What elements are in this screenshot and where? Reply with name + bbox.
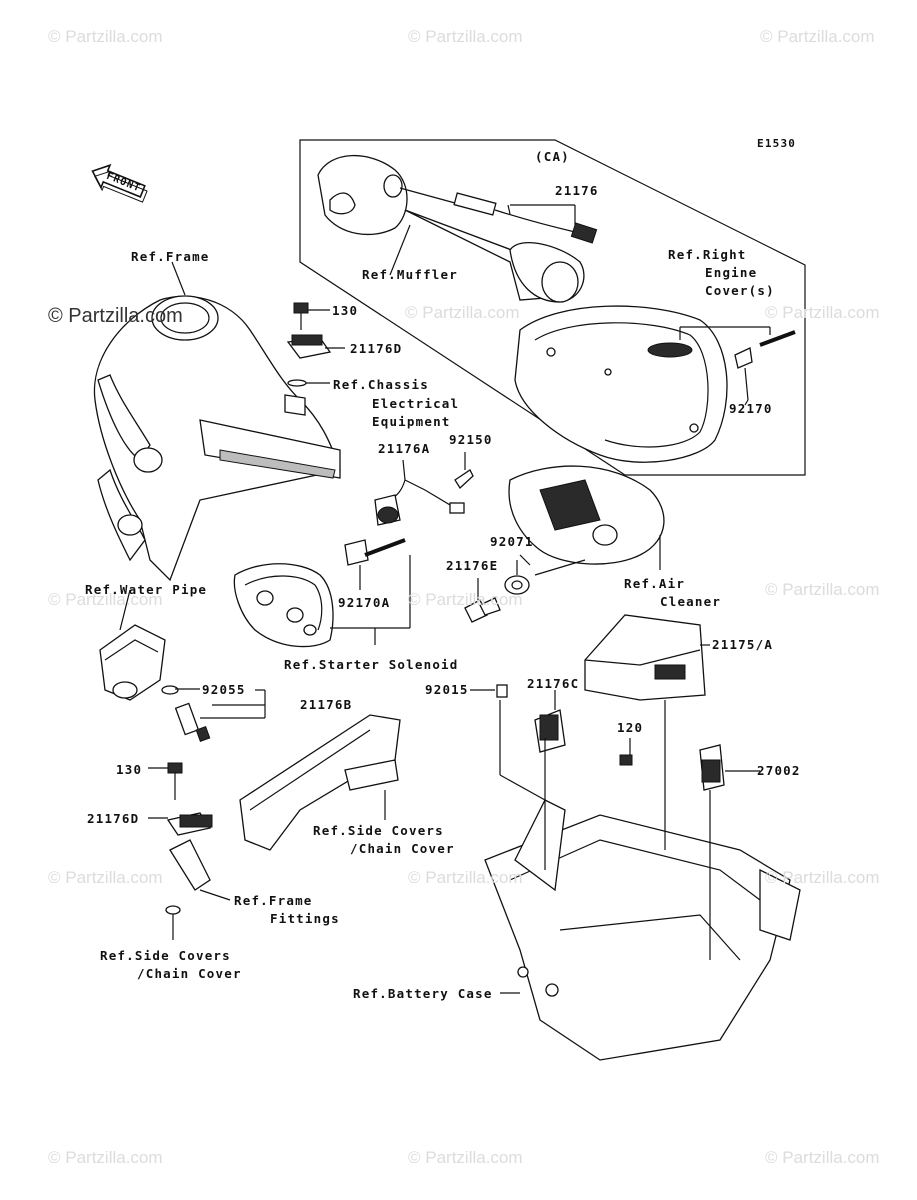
label-92170: 92170 [729, 401, 773, 416]
label-muffler: Ref.Muffler [362, 267, 458, 282]
sensor-21176c-shape [470, 684, 760, 791]
air-cleaner-shape [508, 465, 665, 576]
label-side-covers-2b: /Chain Cover [137, 966, 242, 981]
label-right-engine-cover-2: Engine [705, 265, 758, 280]
label-92150: 92150 [449, 432, 493, 447]
switch-21176e-shape [464, 560, 530, 623]
watermark: © Partzilla.com [48, 27, 163, 46]
label-ca: (CA) [535, 149, 570, 164]
label-starter-solenoid: Ref.Starter Solenoid [284, 657, 459, 672]
sensor-21176d-top-shape [286, 302, 345, 387]
label-27002: 27002 [757, 763, 801, 778]
watermark: © Partzilla.com [48, 590, 163, 609]
watermark: © Partzilla.com [48, 1148, 163, 1167]
diagram-code: E1530 [757, 137, 797, 150]
label-21175a: 21175/A [712, 637, 774, 652]
watermark-main: © Partzilla.com [48, 305, 183, 327]
label-92055: 92055 [202, 682, 246, 697]
watermark: © Partzilla.com [408, 590, 523, 609]
watermark: © Partzilla.com [765, 868, 880, 887]
watermark: © Partzilla.com [408, 868, 523, 887]
watermark: © Partzilla.com [765, 1148, 880, 1167]
watermark: © Partzilla.com [48, 868, 163, 887]
bracket-shape [169, 714, 401, 901]
label-120: 120 [617, 720, 644, 735]
label-92170a: 92170A [338, 595, 391, 610]
starter-solenoid-shape [233, 555, 411, 648]
watermark: © Partzilla.com [765, 580, 880, 599]
label-right-engine-cover-1: Ref.Right [668, 247, 747, 262]
water-pipe-shape [99, 624, 266, 742]
label-right-engine-cover-3: Cover(s) [705, 283, 775, 298]
ca-inset-border [299, 139, 806, 476]
label-side-covers-2a: Ref.Side Covers [100, 948, 231, 963]
label-water-pipe: Ref.Water Pipe [85, 582, 208, 597]
label-21176e: 21176E [446, 558, 499, 573]
label-21176a: 21176A [378, 441, 431, 456]
sensor-21176-shape [399, 187, 598, 244]
engine-cover-shape [514, 305, 796, 463]
watermark: © Partzilla.com [765, 303, 880, 322]
label-21176c: 21176C [527, 676, 580, 691]
label-92071: 92071 [490, 534, 534, 549]
label-frame-fittings-1: Ref.Frame [234, 893, 313, 908]
label-21176d-bottom: 21176D [87, 811, 140, 826]
watermark: © Partzilla.com [760, 27, 875, 46]
label-side-covers-1b: /Chain Cover [350, 841, 455, 856]
label-frame-fittings-2: Fittings [270, 911, 340, 926]
watermark: © Partzilla.com [408, 1148, 523, 1167]
label-92015: 92015 [425, 682, 469, 697]
watermark: © Partzilla.com [405, 303, 520, 322]
label-side-covers-1a: Ref.Side Covers [313, 823, 444, 838]
label-chassis-2: Electrical [372, 396, 460, 411]
label-130-bottom: 130 [116, 762, 143, 777]
label-chassis-1: Ref.Chassis [333, 377, 429, 392]
label-air-cleaner-1: Ref.Air [624, 576, 686, 591]
label-130-top: 130 [332, 303, 359, 318]
battery-case-shape [484, 700, 801, 1061]
leader-lines [119, 224, 749, 631]
front-arrow-icon [91, 163, 148, 203]
frame-shape [93, 295, 341, 582]
label-battery-case: Ref.Battery Case [353, 986, 493, 1001]
label-21176d-top: 21176D [350, 341, 403, 356]
sensor-21176a-shape [344, 452, 474, 590]
label-frame: Ref.Frame [131, 249, 210, 264]
watermark: © Partzilla.com [408, 27, 523, 46]
ecu-21175a-shape [584, 614, 710, 701]
label-air-cleaner-2: Cleaner [660, 594, 722, 609]
muffler-shape [317, 154, 585, 303]
label-chassis-3: Equipment [372, 414, 451, 429]
label-21176: 21176 [555, 183, 599, 198]
label-21176b: 21176B [300, 697, 353, 712]
sensor-21176d-bottom-shape [148, 762, 213, 940]
